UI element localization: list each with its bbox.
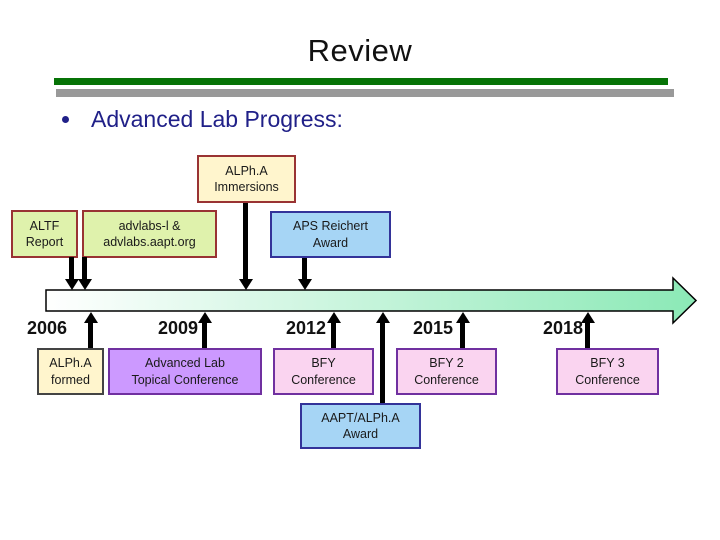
box-label-line: Topical Conference xyxy=(131,372,239,387)
box-label-line: Award xyxy=(312,235,349,250)
box-label-line: AAPT/ALPh.A xyxy=(321,410,400,425)
box-label-line: advlabs.aapt.org xyxy=(103,235,196,249)
year-label-2015: 2015 xyxy=(413,318,454,338)
box-label-line: Conference xyxy=(291,372,356,387)
box-label-line: Conference xyxy=(575,372,640,387)
year-label-2009: 2009 xyxy=(158,318,199,338)
box-label-line: ALTF xyxy=(29,218,60,233)
title-underline-green-bar xyxy=(54,78,668,85)
box-aapt-alpha-award: AAPT/ALPh.A Award xyxy=(300,403,421,449)
box-bfy3-conference: BFY 3 Conference xyxy=(556,348,659,395)
down-arrow-aps xyxy=(297,258,312,290)
box-label-line: BFY xyxy=(311,356,336,371)
box-bfy-conference: BFY Conference xyxy=(273,348,374,395)
bullet-item: Advanced Lab Progress: xyxy=(62,106,343,133)
bullet-text: Advanced Lab Progress: xyxy=(91,106,343,132)
box-label-line: ALPh.A xyxy=(49,356,92,371)
box-alpha-immersions: ALPh.A Immersions xyxy=(197,155,296,203)
title-underline-gray-bar xyxy=(56,89,674,97)
up-arrow-aapt-award xyxy=(375,312,390,403)
year-label-2012: 2012 xyxy=(286,318,327,338)
box-advanced-lab-topical-conference: Advanced Lab Topical Conference xyxy=(108,348,262,395)
up-arrow-bfy xyxy=(326,312,341,348)
up-arrow-alpha-formed xyxy=(83,312,98,348)
box-alpha-formed: ALPh.A formed xyxy=(37,348,104,395)
box-label-line: APS Reichert xyxy=(292,219,369,234)
box-label-line: advlabs-l & xyxy=(118,218,181,233)
year-label-2018: 2018 xyxy=(543,318,584,338)
timeline-arrow xyxy=(45,276,698,325)
box-label-line: Immersions xyxy=(214,180,279,194)
box-label-line: Award xyxy=(342,427,379,441)
timeline-arrow-shape xyxy=(45,276,698,325)
box-label-line: Conference xyxy=(414,372,479,387)
bullet-marker xyxy=(62,116,69,123)
box-altf-report: ALTF Report xyxy=(11,210,78,258)
down-arrow-advlabs xyxy=(77,257,92,290)
box-label-line: formed xyxy=(51,372,90,387)
up-arrow-topical-conference xyxy=(197,312,212,348)
box-label-line: Advanced Lab xyxy=(145,356,225,371)
box-aps-reichert-award: APS Reichert Award xyxy=(270,211,391,258)
up-arrow-bfy2 xyxy=(455,312,470,348)
box-label-line: ALPh.A xyxy=(225,163,268,178)
box-label-line: Report xyxy=(25,235,64,249)
up-arrow-bfy3 xyxy=(580,312,595,348)
box-label-line: BFY 3 xyxy=(590,356,625,371)
down-arrow-immersions xyxy=(238,203,253,290)
box-advlabs: advlabs-l & advlabs.aapt.org xyxy=(82,210,217,258)
box-bfy2-conference: BFY 2 Conference xyxy=(396,348,497,395)
box-label-line: BFY 2 xyxy=(429,356,464,371)
year-label-2006: 2006 xyxy=(27,318,68,338)
slide-title: Review xyxy=(307,33,413,68)
down-arrow-altf xyxy=(64,257,79,290)
